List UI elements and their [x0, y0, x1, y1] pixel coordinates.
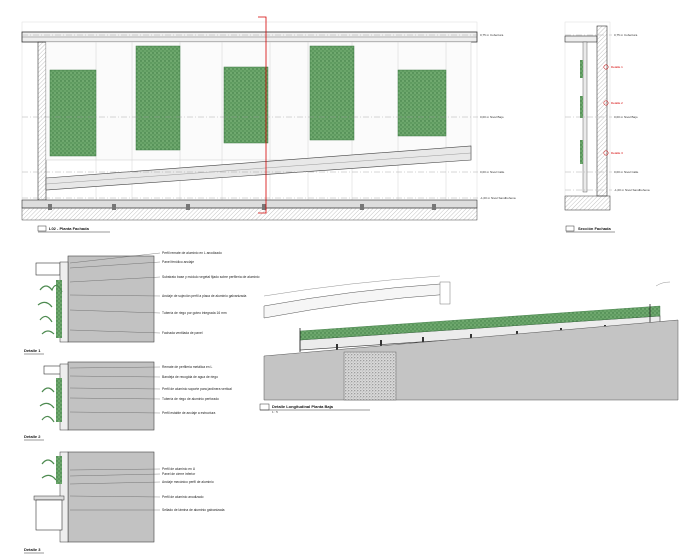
- detail-markers: Detalle 1 Detalle 2 Detalle 3: [603, 64, 623, 156]
- detail-1: Perfil remate de aluminio en L anodizado…: [24, 251, 260, 355]
- detail-1-leaders: [69, 252, 161, 334]
- detail-2-note: Remate de perfilería metálica en L: [162, 365, 213, 369]
- elevation-title: L02 - Planta Fachada: [49, 226, 90, 231]
- main-elevation: 0,75 m Cobertura 0,00 m Nivel Bajo 0,00 …: [21, 16, 516, 233]
- level-label: 0,00 m Nivel Calle: [614, 170, 639, 174]
- detail-2-note: Tubería de riego de aluminio perforado: [162, 397, 219, 401]
- long-section: Detalle Longitudinal Planta Baja 1 : 5: [259, 275, 679, 414]
- level-label: 0,75 m Cobertura: [614, 33, 638, 37]
- detail-3-note: Perfil de aluminio en U: [162, 467, 196, 471]
- detail-2-title: Detalle 2: [24, 434, 41, 439]
- detail-2-note: Perfil de aluminio soporte para jardiner…: [162, 387, 232, 391]
- detail-3: Perfil de aluminio en U Panel de cierre …: [24, 451, 225, 554]
- small-section: Detalle 1 Detalle 2 Detalle 3 0,75 m Cob…: [564, 21, 650, 233]
- detail-3-title: Detalle 3: [24, 547, 41, 552]
- level-label: 0,00 m Nivel Bajo: [480, 115, 504, 119]
- detail-marker-label: Detalle 2: [611, 101, 623, 105]
- detail-2-note: Perfil estable de anclaje a estructura: [162, 411, 215, 415]
- long-section-title: Detalle Longitudinal Planta Baja: [272, 404, 334, 409]
- level-label: 0,75 m Cobertura: [480, 33, 504, 37]
- detail-3-note: Panel de cierre inferior: [162, 472, 196, 476]
- view-number-box: [37, 225, 47, 232]
- detail-1-note: Fachada ventilada de panel: [162, 331, 203, 335]
- elevation-level-labels: 0,75 m Cobertura 0,00 m Nivel Bajo 0,00 …: [480, 33, 516, 200]
- detail-1-note: Panel fenólico anclaje: [162, 260, 194, 264]
- detail-marker-label: Detalle 3: [611, 151, 623, 155]
- section-title: Sección Fachada: [578, 226, 611, 231]
- detail-1-note: Perfil remate de aluminio en L anodizado: [162, 251, 222, 255]
- detail-3-leaders: [69, 468, 161, 511]
- section-level-labels: 0,75 m Cobertura 0,00 m Nivel Bajo 0,00 …: [614, 33, 650, 192]
- view-number-box: [259, 403, 270, 411]
- level-label: -1,00 m Nivel Sandbohena: [480, 196, 516, 200]
- level-label: 0,00 m Nivel Bajo: [614, 115, 638, 119]
- detail-2-note: Bandeja de recogida de agua de riego: [162, 375, 218, 379]
- level-label: -1,00 m Nivel Sandbohena: [614, 188, 650, 192]
- detail-2-leaders: [69, 366, 161, 414]
- detail-3-note: Sellado de lámina de aluminio galvanizad…: [162, 508, 225, 512]
- view-number-box: [565, 225, 575, 232]
- detail-3-note: Perfil de aluminio anodizado: [162, 495, 204, 499]
- detail-1-note: Substrato base y módulo vegetal fijado s…: [162, 275, 260, 279]
- detail-2: Remate de perfilería metálica en L Bande…: [24, 361, 232, 441]
- detail-3-note: Anclaje mecánico perfil de aluminio: [162, 480, 214, 484]
- detail-1-title: Detalle 1: [24, 348, 41, 353]
- long-section-scale: 1 : 5: [272, 410, 278, 414]
- detail-1-note: Tubería de riego por goteo integrada 16 …: [162, 311, 227, 315]
- detail-1-note: Anclaje de sujeción perfil a placa de al…: [162, 294, 246, 298]
- detail-marker-label: Detalle 1: [611, 65, 623, 69]
- level-label: 0,00 m Nivel Calle: [480, 170, 505, 174]
